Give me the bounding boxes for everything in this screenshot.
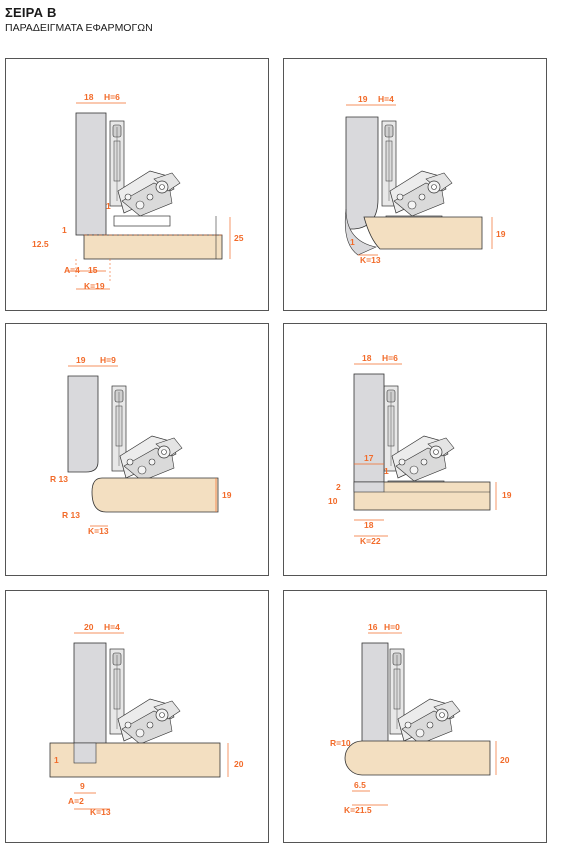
dim-thickness: 20 xyxy=(234,759,244,769)
diagram-panel-6: 16 H=0 R=10 20 6.5 K=21.5 xyxy=(283,590,547,843)
cabinet-side xyxy=(91,477,219,513)
hinge-drawing xyxy=(381,120,453,227)
dim-top-left: 16 xyxy=(368,622,378,632)
dim-bottom-k: K=13 xyxy=(90,807,111,817)
hinge-drawing xyxy=(109,120,181,227)
dim-top-right: H=6 xyxy=(382,353,398,363)
dim-top-left: 18 xyxy=(362,353,372,363)
door-panel xyxy=(361,642,389,754)
dim-side-small: 1 xyxy=(54,755,59,765)
dim-top-right: H=0 xyxy=(384,622,400,632)
diagram-panel-2: 19 H=4 1 19 K=13 xyxy=(283,58,547,311)
dim-inner: 17 xyxy=(364,453,374,463)
cabinet-side xyxy=(363,216,483,250)
dim-thickness: 19 xyxy=(496,229,506,239)
hinge-drawing xyxy=(389,648,461,755)
dim-radius: R=10 xyxy=(330,738,351,748)
dim-top-left: 19 xyxy=(76,355,86,365)
dim-gap: 1 xyxy=(106,201,111,211)
hinge-drawing xyxy=(111,385,183,492)
dim-top-right: H=4 xyxy=(104,622,120,632)
dim-top-left: 19 xyxy=(358,94,368,104)
dim-side-b: 10 xyxy=(328,496,338,506)
hinge-drawing xyxy=(383,385,455,492)
door-panel xyxy=(75,112,107,236)
dim-bottom-a: A=4 xyxy=(64,265,80,275)
dim-thickness: 19 xyxy=(502,490,512,500)
diagram-panel-4: 18 H=6 17 1 2 10 19 18 K=22 xyxy=(283,323,547,576)
dim-bottom-b: 18 xyxy=(364,520,374,530)
dim-top-left: 18 xyxy=(84,92,94,102)
dim-top-left: 20 xyxy=(84,622,94,632)
dim-bottom-b: 9 xyxy=(80,781,85,791)
diagram-panel-3: 19 H=9 R 13 R 13 19 K=13 xyxy=(5,323,269,576)
page-title: ΣΕΙΡΑ B xyxy=(5,5,57,20)
dim-bottom-b: 15 xyxy=(88,265,98,275)
dim-top-right: H=9 xyxy=(100,355,116,365)
dim-thickness: 20 xyxy=(500,755,510,765)
dim-side-left: 12.5 xyxy=(32,239,49,249)
dim-bottom-k: K=19 xyxy=(84,281,105,291)
diagram-panel-1: 18 H=6 1 1 12.5 25 A=4 15 K=19 xyxy=(5,58,269,311)
door-panel xyxy=(73,642,107,762)
dim-bottom-a: A=2 xyxy=(68,796,84,806)
dim-bottom-k: K=21.5 xyxy=(344,805,372,815)
cabinet-side xyxy=(344,740,491,776)
cabinet-side xyxy=(83,234,223,260)
page-subtitle: ΠΑΡΑΔΕΙΓΜΑΤΑ ΕΦΑΡΜΟΓΩΝ xyxy=(5,22,153,34)
dim-top-right: H=4 xyxy=(378,94,394,104)
dim-bottom-k: K=22 xyxy=(360,536,381,546)
door-panel xyxy=(345,116,379,230)
dim-bottom-k: K=13 xyxy=(88,526,109,536)
dim-gap: 1 xyxy=(384,466,389,476)
dim-top-right: H=6 xyxy=(104,92,120,102)
dim-side-a: 2 xyxy=(336,482,341,492)
dim-gap: 1 xyxy=(350,237,355,247)
dim-radius-bottom: R 13 xyxy=(62,510,80,520)
dim-thickness: 19 xyxy=(222,490,232,500)
diagram-panel-5: 20 H=4 1 20 9 A=2 K=13 xyxy=(5,590,269,843)
dim-thickness: 25 xyxy=(234,233,244,243)
hinge-drawing xyxy=(109,648,181,755)
dim-bottom-b: 6.5 xyxy=(354,780,366,790)
dim-bottom-k: K=13 xyxy=(360,255,381,265)
dim-radius-top: R 13 xyxy=(50,474,68,484)
dim-side-small: 1 xyxy=(62,225,67,235)
door-panel xyxy=(353,373,385,483)
door-panel xyxy=(67,375,99,473)
